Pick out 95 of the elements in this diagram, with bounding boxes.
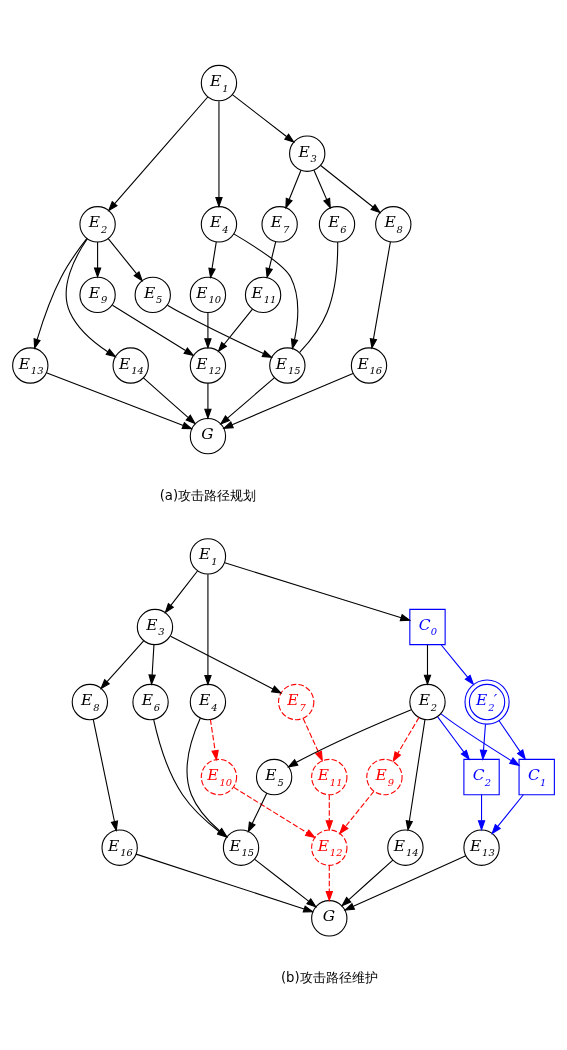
arrow: [338, 790, 375, 835]
node-circle: E$_{6}$: [318, 205, 356, 242]
arrow: [265, 240, 277, 279]
node-circle: E$_{3}$: [289, 135, 326, 172]
node-circle: E$_{13}$: [463, 828, 500, 866]
arrow: [209, 718, 219, 761]
arrow: [369, 240, 391, 350]
node-circle: E$_{1}$: [200, 64, 238, 101]
arrow: [186, 717, 228, 838]
arrow: [224, 561, 412, 621]
node-circle: E$_{3}$: [136, 608, 174, 645]
arrow: [65, 237, 117, 357]
arrow: [153, 718, 228, 838]
label: (b)攻击路径维护: [280, 969, 378, 985]
node-circle: E$_{14}$: [112, 346, 149, 384]
node-circle: E$_{11}$: [244, 276, 282, 313]
node-circle: E$_{11}$: [311, 758, 348, 795]
arrow: [33, 237, 88, 350]
arrow: [233, 232, 299, 350]
arrow: [148, 643, 156, 686]
arrow: [247, 792, 268, 833]
node-circle: E$_{15}$: [222, 828, 260, 866]
arrow: [92, 718, 119, 832]
arrow: [477, 793, 486, 831]
node-circle: E$_{4}$: [200, 205, 238, 242]
node-circle: E$_{9}$: [79, 276, 116, 313]
arrow: [479, 723, 488, 761]
arrow: [285, 169, 302, 209]
arrow: [405, 718, 426, 831]
node-box: C$_{2}$: [463, 758, 500, 795]
arrow: [437, 715, 471, 761]
node-circle: E$_{2}$′: [464, 678, 510, 725]
node-circle: E$_{1}$: [189, 537, 227, 575]
arrow: [219, 376, 275, 425]
arrow: [313, 169, 331, 209]
node-circle: E$_{16}$: [350, 346, 388, 384]
node-circle: E$_{2}$: [79, 205, 116, 242]
arrow: [325, 864, 334, 902]
arrow: [233, 786, 317, 838]
node-circle: E$_{4}$: [189, 683, 227, 720]
arrow: [135, 853, 315, 912]
arrow: [440, 712, 521, 766]
arrow: [343, 854, 467, 911]
node-circle: E$_{16}$: [101, 828, 138, 866]
node-circle: E$_{12}$: [189, 346, 227, 384]
arrow: [217, 308, 253, 353]
node-circle: E$_{8}$: [375, 205, 412, 242]
arrow: [423, 643, 432, 686]
arrow: [99, 639, 145, 690]
node-circle: E$_{7}$: [278, 683, 315, 720]
arrow: [340, 859, 394, 907]
arrow: [204, 311, 212, 349]
arrow: [107, 237, 144, 282]
node-circle: G: [189, 417, 227, 454]
arrow: [204, 382, 212, 420]
arrow: [93, 240, 102, 279]
arrow: [302, 717, 323, 762]
arrow: [392, 716, 420, 763]
node-circle: E$_{13}$: [12, 346, 49, 384]
node-circle: E$_{8}$: [71, 683, 109, 720]
arrow: [204, 573, 212, 686]
arrow: [498, 719, 527, 760]
arrow: [222, 372, 354, 429]
node-circle: E$_{15}$: [269, 346, 306, 384]
node-circle: E$_{14}$: [387, 828, 424, 866]
arrow: [215, 100, 223, 208]
arrow: [287, 708, 412, 768]
node-circle: E$_{10}$: [200, 758, 238, 795]
node-circle: G: [311, 899, 348, 936]
node-circle: E$_{10}$: [189, 276, 227, 313]
node-box: C$_{1}$: [518, 758, 555, 795]
arrow: [107, 95, 209, 212]
arrow: [491, 793, 524, 835]
connector: [299, 241, 339, 353]
node-circle: E$_{7}$: [261, 205, 298, 242]
arrow: [111, 304, 195, 356]
node-circle: E$_{9}$: [366, 758, 403, 795]
arrow: [170, 635, 283, 694]
node-circle: E$_{5}$: [255, 758, 293, 795]
label: (a)攻击路径规划: [159, 487, 257, 503]
arrow: [253, 858, 318, 908]
node-circle: E$_{5}$: [134, 276, 171, 313]
arrow: [45, 371, 194, 429]
arrow: [142, 376, 197, 425]
arrow: [320, 164, 382, 214]
node-circle: E$_{6}$: [132, 683, 169, 720]
arrow: [325, 793, 334, 831]
arrow: [231, 93, 295, 143]
arrow: [164, 569, 198, 614]
node-box: C$_{0}$: [409, 608, 446, 645]
node-circle: E$_{2}$: [409, 683, 446, 720]
arrow: [440, 643, 475, 685]
node-circle: E$_{12}$: [311, 828, 348, 866]
arrow: [208, 240, 217, 279]
arrow: [166, 304, 274, 358]
